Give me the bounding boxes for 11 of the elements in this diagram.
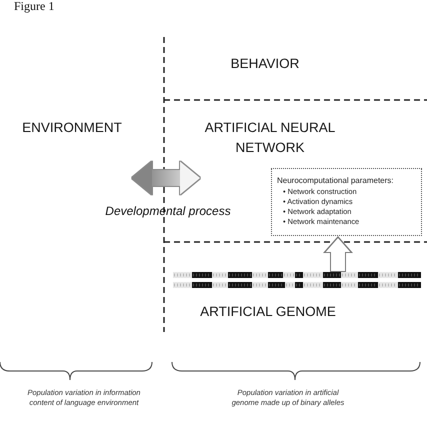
parameter-box	[271, 168, 422, 236]
region-heading: ENVIRONMENT	[22, 119, 122, 137]
region-heading: BEHAVIOR	[230, 55, 300, 73]
double-arrow	[132, 162, 200, 194]
region-heading: ARTIFICIAL NEURAL NETWORK	[204, 119, 336, 157]
edge-label: Developmental process	[105, 204, 231, 218]
box-heading: Neurocomputational parameters:	[277, 176, 394, 186]
genome-strands	[173, 272, 421, 288]
region-heading: ARTIFICIAL GENOME	[200, 303, 336, 321]
block-arrow	[323, 236, 353, 272]
figure-title: Figure 1	[14, 0, 54, 13]
